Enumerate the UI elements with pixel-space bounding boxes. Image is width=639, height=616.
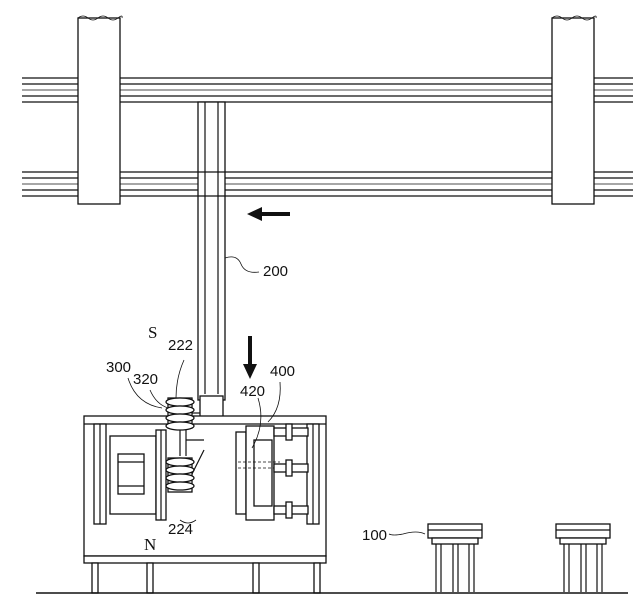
label-pole-n: N [144, 535, 156, 554]
label-200: 200 [263, 263, 288, 280]
right-mold [235, 423, 309, 521]
label-pole-s: S [148, 323, 157, 342]
leader-lines [127, 256, 426, 536]
label-400: 400 [270, 363, 295, 380]
arrow-left-icon [247, 207, 290, 221]
lower-rail [22, 171, 633, 197]
stand-left [427, 523, 483, 592]
label-224: 224 [168, 521, 193, 538]
lower-magnet-stack [165, 449, 205, 493]
label-100: 100 [362, 527, 387, 544]
label-222: 222 [168, 337, 193, 354]
label-300: 300 [106, 359, 131, 376]
stand-right [555, 523, 611, 592]
left-mold [109, 429, 167, 521]
upper-rail [22, 77, 633, 103]
label-420: 420 [240, 383, 265, 400]
arrow-down-icon [243, 336, 257, 379]
gantry-arm [197, 101, 226, 453]
left-column [77, 15, 123, 205]
right-column [551, 15, 597, 205]
magnet-connector [179, 430, 204, 456]
upper-magnet-stack [165, 397, 200, 431]
label-320: 320 [133, 371, 158, 388]
